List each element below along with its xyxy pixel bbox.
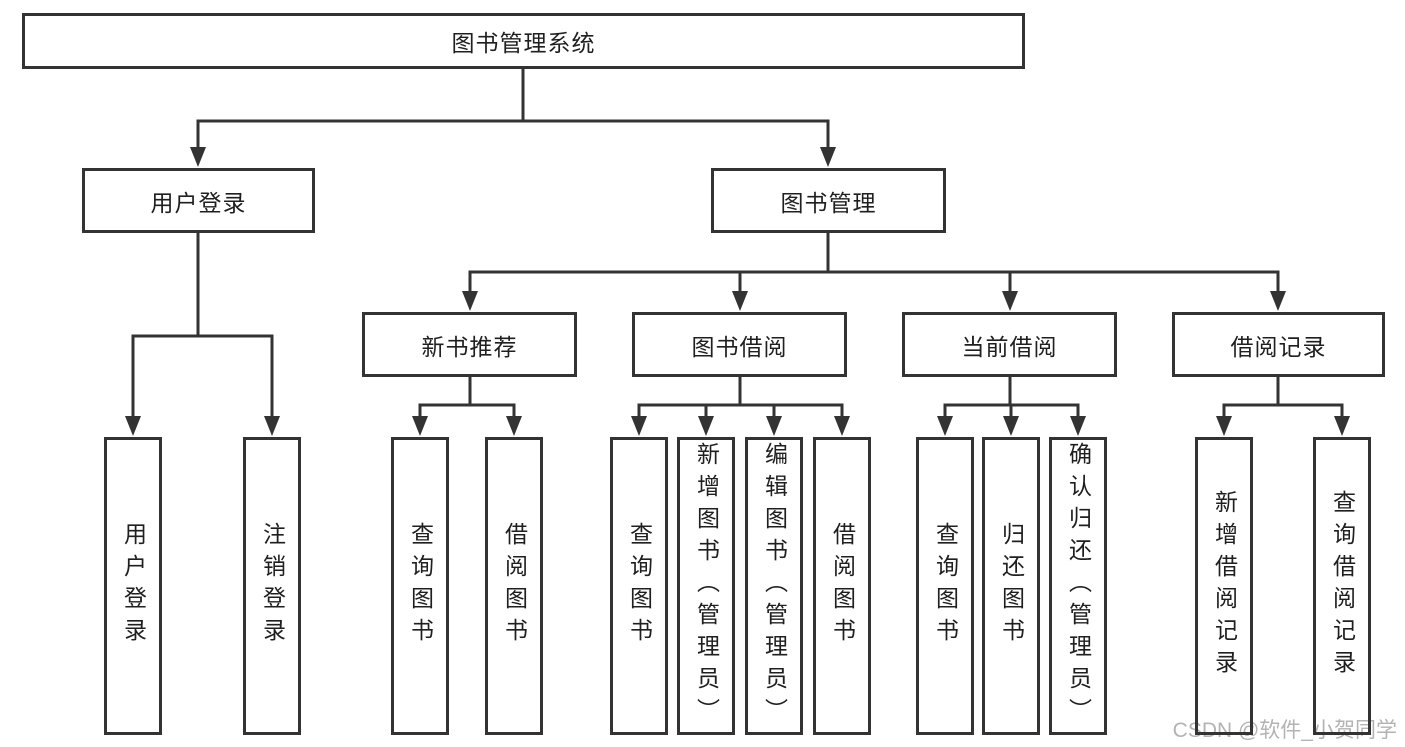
node-label: 图书管理 (780, 189, 877, 216)
node-label: 用户登录 (150, 189, 247, 216)
node-label: 查询图书 (626, 522, 653, 650)
node-label: 归还图书 (998, 522, 1025, 650)
node-label: 借阅图书 (829, 522, 856, 650)
leaf-confirm-return-admin: 确认归还（管理员） (1049, 437, 1107, 735)
node-label: 当前借阅 (961, 333, 1058, 360)
node-label: 查询借阅记录 (1329, 490, 1356, 682)
leaf-query-borrow-record: 查询借阅记录 (1313, 437, 1371, 735)
node-library-management-system: 图书管理系统 (22, 13, 1025, 69)
node-label: 编辑图书（管理员） (761, 442, 788, 730)
node-label: 查询图书 (932, 522, 959, 650)
leaf-add-books-admin: 新增图书（管理员） (677, 437, 735, 735)
node-book-management: 图书管理 (711, 168, 946, 233)
leaf-borrowing-query-books: 查询图书 (610, 437, 668, 735)
node-label: 注销登录 (259, 522, 286, 650)
node-label: 查询图书 (407, 522, 434, 650)
node-label: 借阅记录 (1230, 333, 1327, 360)
node-borrowing-records: 借阅记录 (1172, 312, 1385, 377)
node-label: 确认归还（管理员） (1065, 442, 1092, 730)
watermark: CSDN @软件_小贺同学 (1172, 719, 1397, 742)
arrowheads (125, 147, 1350, 436)
node-label: 图书借阅 (691, 333, 788, 360)
leaf-edit-books-admin: 编辑图书（管理员） (745, 437, 803, 735)
node-new-book-recommendation: 新书推荐 (362, 312, 577, 377)
node-label: 借阅图书 (501, 522, 528, 650)
node-current-borrowing: 当前借阅 (902, 312, 1117, 377)
leaf-add-borrow-record: 新增借阅记录 (1195, 437, 1253, 735)
node-label: 新书推荐 (421, 333, 518, 360)
node-book-borrowing: 图书借阅 (632, 312, 847, 377)
leaf-return-books: 归还图书 (982, 437, 1040, 735)
leaf-borrowing-borrow-books: 借阅图书 (813, 437, 871, 735)
leaf-user-login: 用户登录 (104, 437, 162, 735)
leaf-recommend-query-books: 查询图书 (391, 437, 449, 735)
node-label: 图书管理系统 (451, 30, 596, 56)
leaf-logout-login: 注销登录 (243, 437, 301, 735)
leaf-current-query-books: 查询图书 (916, 437, 974, 735)
node-label: 用户登录 (120, 522, 147, 650)
node-label: 新增借阅记录 (1211, 490, 1238, 682)
leaf-recommend-borrow-books: 借阅图书 (485, 437, 543, 735)
node-label: 新增图书（管理员） (693, 442, 720, 730)
node-user-login: 用户登录 (82, 168, 315, 233)
